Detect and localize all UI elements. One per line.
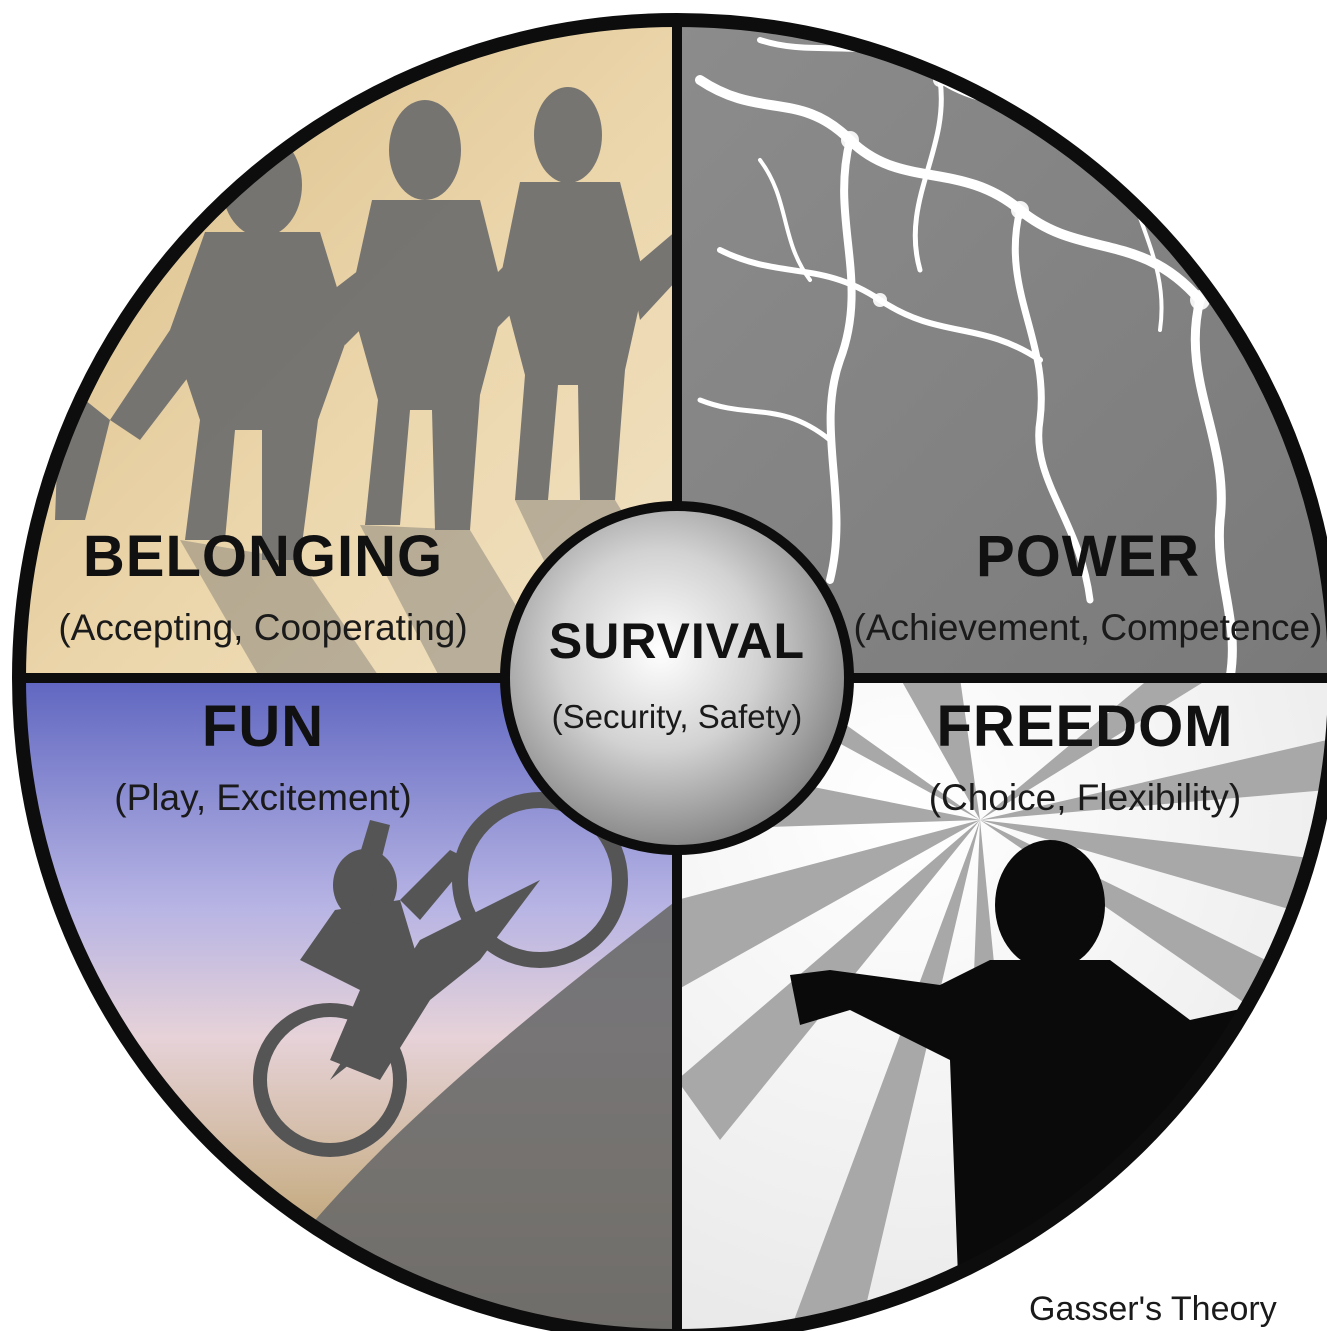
- outer-ring: [12, 13, 1327, 1331]
- freedom-title: FREEDOM: [937, 694, 1234, 759]
- survival-disc: [500, 501, 854, 855]
- survival-center: SURVIVAL (Security, Safety): [500, 501, 854, 855]
- survival-title: SURVIVAL: [549, 613, 805, 669]
- bike-rider-image: [253, 792, 628, 1157]
- caption: Gasser's Theory: [1029, 1290, 1277, 1328]
- survival-subtitle: (Security, Safety): [552, 698, 803, 735]
- person-silhouette-image: [790, 840, 1327, 1331]
- fun-title: FUN: [202, 694, 324, 759]
- power-subtitle: (Achievement, Competence): [854, 607, 1323, 648]
- fun-subtitle: (Play, Excitement): [114, 777, 411, 818]
- belonging-subtitle: (Accepting, Cooperating): [58, 607, 467, 648]
- hill-silhouette: [230, 900, 677, 1331]
- belonging-quadrant: [19, 20, 677, 678]
- freedom-subtitle: (Choice, Flexibility): [929, 777, 1242, 818]
- power-title: POWER: [976, 524, 1200, 589]
- belonging-title: BELONGING: [83, 524, 443, 589]
